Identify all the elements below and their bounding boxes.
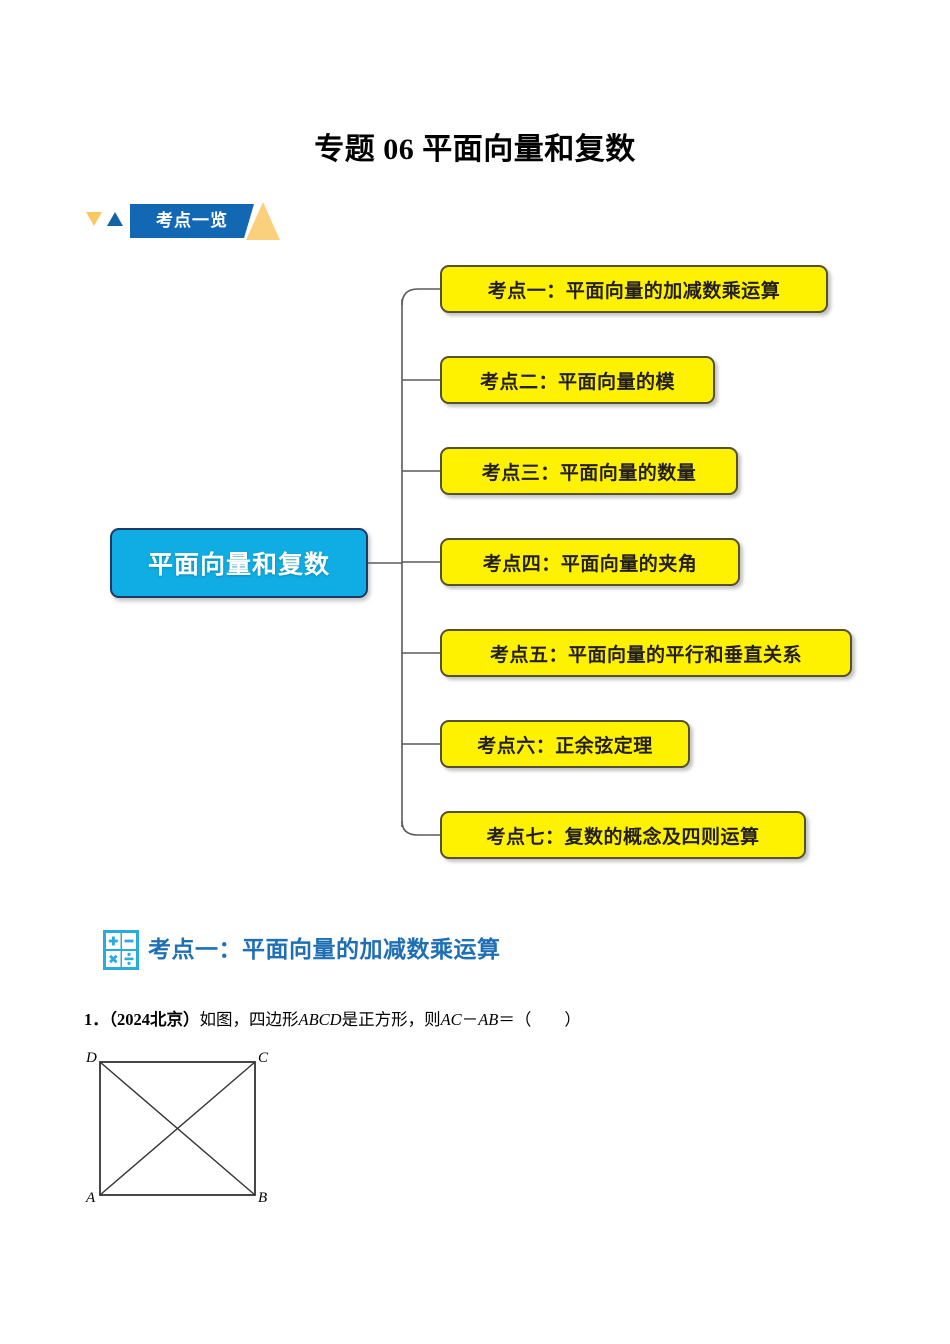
mindmap-node-5[interactable]: 考点五：平面向量的平行和垂直关系 bbox=[440, 629, 852, 677]
vertex-label-b: B bbox=[258, 1190, 268, 1206]
question-equals: ＝（ ） bbox=[498, 1010, 581, 1029]
math-ab: AB bbox=[478, 1010, 499, 1029]
mindmap-node-label: 考点五：平面向量的平行和垂直关系 bbox=[489, 644, 802, 666]
figure-svg bbox=[99, 1061, 256, 1196]
mindmap-node-label: 考点二：平面向量的模 bbox=[479, 371, 675, 393]
figure-square-abcd: D C A B bbox=[80, 1042, 310, 1222]
mindmap-node-3[interactable]: 考点三：平面向量的数量 bbox=[440, 447, 738, 495]
mindmap: 平面向量和复数 考点一：平面向量的加减数乘运算 考点二：平面向量的模 考点三：平… bbox=[0, 255, 950, 885]
vertex-label-c: C bbox=[258, 1050, 269, 1066]
banner-label: 考点一览 bbox=[156, 211, 228, 230]
mindmap-connectors bbox=[368, 288, 440, 836]
vertex-label-a: A bbox=[86, 1190, 96, 1206]
banner-background bbox=[130, 204, 254, 238]
question-text-part1: 如图，四边形 bbox=[199, 1010, 299, 1029]
question-number: 1． bbox=[84, 1010, 109, 1029]
vertex-label-d: D bbox=[86, 1050, 97, 1066]
question-operator: － bbox=[461, 1010, 479, 1029]
question-source: （2024北京） bbox=[108, 1010, 200, 1029]
question-1: 1．（2024北京）如图，四边形ABCD是正方形，则AC－AB＝（ ） bbox=[84, 1007, 904, 1033]
triangle-down-icon bbox=[86, 212, 102, 226]
mindmap-node-1[interactable]: 考点一：平面向量的加减数乘运算 bbox=[440, 265, 828, 313]
mindmap-node-4[interactable]: 考点四：平面向量的夹角 bbox=[440, 538, 740, 586]
mindmap-node-label: 考点四：平面向量的夹角 bbox=[482, 553, 698, 575]
mindmap-node-2[interactable]: 考点二：平面向量的模 bbox=[440, 356, 715, 404]
page-title: 专题 06 平面向量和复数 bbox=[314, 133, 636, 166]
mindmap-root-label: 平面向量和复数 bbox=[147, 551, 330, 579]
mindmap-root-node[interactable]: 平面向量和复数 bbox=[110, 528, 368, 598]
mindmap-node-label: 考点六：正余弦定理 bbox=[477, 735, 653, 757]
calculator-icon bbox=[103, 930, 139, 970]
question-text-part2: 是正方形，则 bbox=[341, 1010, 441, 1029]
mindmap-node-7[interactable]: 考点七：复数的概念及四则运算 bbox=[440, 811, 806, 859]
mindmap-node-label: 考点一：平面向量的加减数乘运算 bbox=[487, 280, 781, 302]
math-abcd: ABCD bbox=[298, 1010, 342, 1029]
section-title: 考点一：平面向量的加减数乘运算 bbox=[148, 937, 501, 962]
math-ac: AC bbox=[440, 1010, 462, 1029]
section-heading: 考点一：平面向量的加减数乘运算 bbox=[84, 922, 884, 978]
mindmap-node-label: 考点三：平面向量的数量 bbox=[481, 462, 697, 484]
overview-banner: 考点一览 bbox=[82, 198, 292, 244]
mindmap-node-6[interactable]: 考点六：正余弦定理 bbox=[440, 720, 690, 768]
mindmap-node-label: 考点七：复数的概念及四则运算 bbox=[486, 826, 760, 848]
triangle-up-icon bbox=[107, 212, 123, 226]
